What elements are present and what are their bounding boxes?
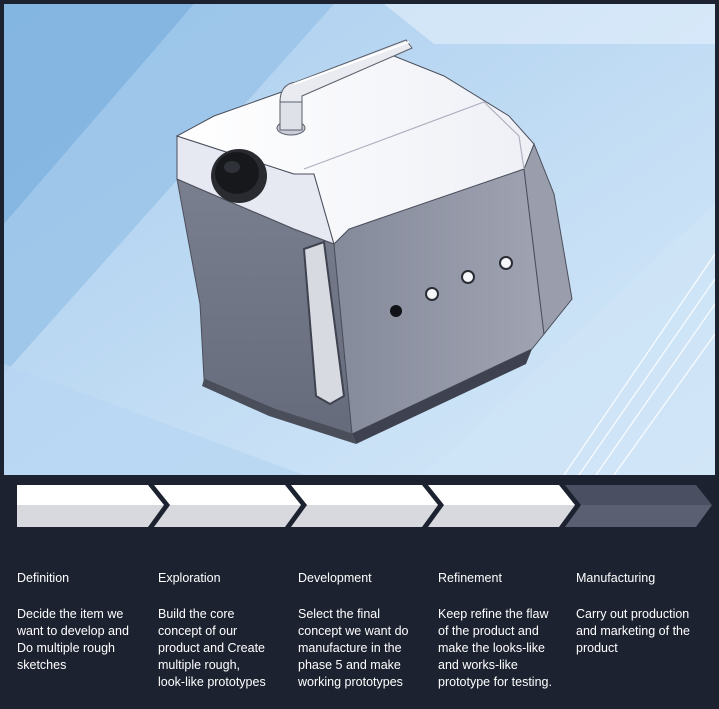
step-description: Keep refine the flaw of the product and …	[438, 607, 552, 689]
step-title: Development	[298, 571, 372, 585]
cap-highlight	[224, 161, 240, 173]
vent-hole	[390, 305, 402, 317]
chevron-step-2	[154, 485, 301, 527]
step-title: Manufacturing	[576, 571, 656, 585]
cap-top	[215, 152, 259, 194]
chevron-upper	[291, 485, 438, 505]
step-exploration: Exploration Build the core concept of ou…	[158, 560, 296, 691]
vent-hole	[425, 287, 439, 301]
vent-hole	[499, 256, 513, 270]
step-title: Refinement	[438, 571, 502, 585]
chevron-upper	[428, 485, 575, 505]
chevron-lower	[154, 505, 301, 527]
chevron-upper	[154, 485, 301, 505]
chevron-step-1	[17, 485, 164, 527]
step-title: Definition	[17, 571, 70, 585]
container-model	[175, 39, 573, 444]
step-refinement: Refinement Keep refine the flaw of the p…	[438, 560, 576, 691]
chevron-step-4	[428, 485, 575, 527]
chevron-lower	[565, 505, 712, 527]
background-band	[4, 364, 304, 475]
viewing-window	[302, 240, 346, 406]
decorative-lines	[563, 253, 715, 475]
handle	[276, 39, 413, 136]
step-description: Build the core concept of our product an…	[158, 607, 266, 689]
product-render	[4, 4, 715, 475]
chevron-lower	[17, 505, 164, 527]
background-band	[384, 4, 715, 44]
chevron-step-5	[565, 485, 712, 527]
chevron-lower	[428, 505, 575, 527]
process-columns: Definition Decide the item we want to de…	[0, 560, 719, 700]
process-chevrons	[0, 475, 719, 535]
step-definition: Definition Decide the item we want to de…	[17, 560, 155, 674]
chevron-upper	[565, 485, 712, 505]
container-base	[352, 349, 532, 444]
chevron-step-3	[291, 485, 438, 527]
chevron-lower	[291, 505, 438, 527]
vent-hole	[461, 270, 475, 284]
chevron-upper	[17, 485, 164, 505]
container-ridge	[303, 101, 525, 170]
step-description: Carry out production and marketing of th…	[576, 607, 690, 655]
step-development: Development Select the final concept we …	[298, 560, 436, 691]
step-manufacturing: Manufacturing Carry out production and m…	[576, 560, 714, 657]
background-band	[424, 204, 715, 475]
container-base	[202, 379, 356, 444]
background-band	[4, 4, 334, 374]
chevron-row	[17, 485, 712, 527]
step-title: Exploration	[158, 571, 221, 585]
step-description: Select the final concept we want do manu…	[298, 607, 409, 689]
product-render-image	[4, 4, 715, 475]
step-description: Decide the item we want to develop and D…	[17, 607, 129, 672]
